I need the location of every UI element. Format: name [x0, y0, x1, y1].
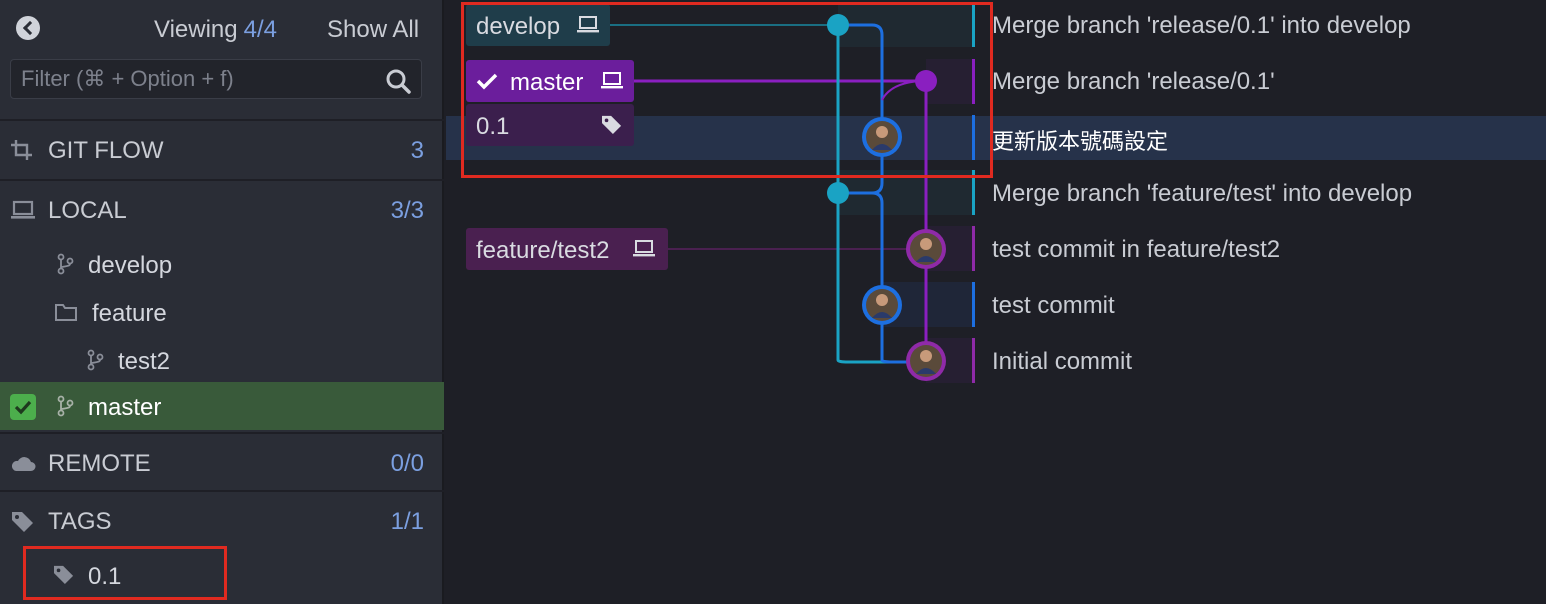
commit-message[interactable]: Initial commit	[992, 348, 1133, 375]
branch-icon	[57, 253, 74, 275]
section-gitflow[interactable]: GIT FLOW 3	[0, 119, 444, 179]
branch-label-master: master	[88, 394, 162, 421]
laptop-icon	[11, 200, 35, 219]
viewing-count: 4/4	[243, 16, 277, 43]
tag-label: 0.1	[88, 563, 122, 590]
laptop-icon	[601, 72, 623, 89]
filter-input[interactable]	[21, 65, 381, 93]
highlight-box	[23, 546, 227, 600]
section-remote-label: REMOTE	[48, 450, 151, 477]
ref-tag[interactable]: 0.1	[466, 104, 634, 146]
ref-master[interactable]: master	[466, 60, 634, 102]
tag-icon	[602, 115, 622, 134]
branch-item-test2[interactable]: test2	[0, 336, 444, 384]
filter-box	[10, 59, 422, 99]
branch-item-develop[interactable]: develop	[0, 240, 444, 288]
graph-lines	[608, 2, 975, 383]
section-tags[interactable]: TAGS 1/1	[0, 490, 444, 550]
folder-icon	[55, 304, 77, 321]
cloud-icon	[11, 457, 36, 471]
section-tags-label: TAGS	[48, 508, 112, 535]
section-remote[interactable]: REMOTE 0/0	[0, 432, 444, 492]
section-tags-count: 1/1	[390, 508, 424, 535]
branch-item-master[interactable]: master	[0, 382, 444, 430]
folder-label-feature: feature	[92, 300, 167, 327]
viewing-label: Viewing	[154, 16, 238, 43]
commit-message[interactable]: Merge branch 'release/0.1' into develop	[992, 12, 1411, 39]
laptop-icon	[633, 240, 655, 257]
folder-item-feature[interactable]: feature	[0, 288, 444, 336]
ref-master-label: master	[510, 69, 584, 96]
laptop-icon	[577, 16, 599, 33]
search-icon[interactable]	[385, 68, 411, 94]
section-local[interactable]: LOCAL 3/3	[0, 179, 444, 239]
tag-icon	[12, 512, 33, 532]
check-icon	[476, 73, 498, 90]
branch-label-test2: test2	[118, 348, 171, 375]
commit-message[interactable]: Merge branch 'feature/test' into develop	[992, 180, 1413, 207]
ref-tag-label: 0.1	[476, 113, 510, 140]
branch-icon	[57, 395, 74, 417]
ref-develop-label: develop	[476, 13, 561, 40]
section-local-label: LOCAL	[48, 197, 127, 224]
section-gitflow-label: GIT FLOW	[48, 137, 164, 164]
branch-icon	[87, 349, 104, 371]
ref-feature-label: feature/test2	[476, 237, 610, 264]
section-remote-count: 0/0	[390, 450, 424, 477]
commit-graph: develop master 0.1 feature/tes	[446, 0, 1546, 604]
commit-message[interactable]: test commit	[992, 292, 1115, 319]
back-icon[interactable]	[16, 16, 40, 40]
crop-icon	[11, 140, 32, 160]
show-all-button[interactable]: Show All	[327, 16, 420, 43]
ref-feature-test2[interactable]: feature/test2	[466, 228, 668, 270]
branch-label-develop: develop	[88, 252, 173, 279]
tag-icon	[54, 565, 74, 584]
commit-message-selected[interactable]: 更新版本號碼設定	[992, 130, 1169, 155]
section-local-count: 3/3	[390, 197, 424, 224]
checked-icon	[10, 394, 36, 420]
commit-message[interactable]: test commit in feature/test2	[992, 236, 1281, 263]
highlight-box	[461, 2, 993, 178]
section-gitflow-count: 3	[410, 137, 424, 164]
ref-develop[interactable]: develop	[466, 4, 610, 46]
commit-message[interactable]: Merge branch 'release/0.1'	[992, 68, 1275, 95]
tag-item-0.1[interactable]: 0.1	[0, 551, 444, 599]
